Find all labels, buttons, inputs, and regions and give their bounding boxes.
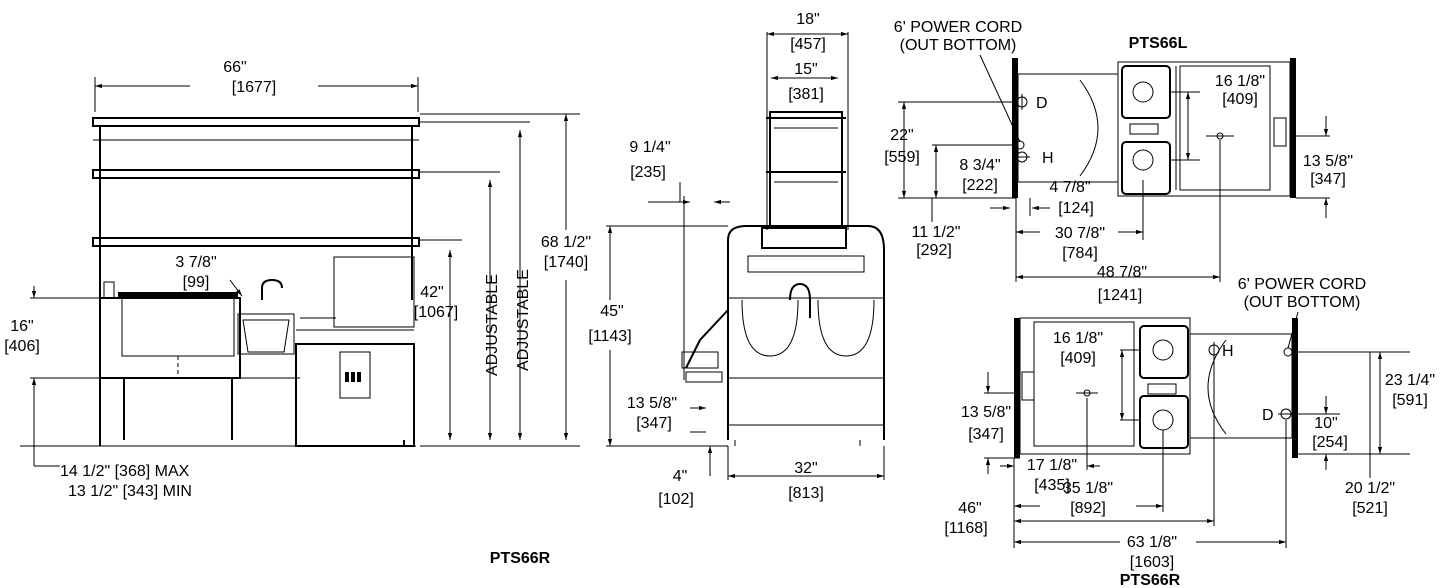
plan-left-e-mm: [784] <box>1062 245 1098 262</box>
plan-right-e-in: 46" <box>958 500 981 517</box>
plan-right-a-mm: [409] <box>1060 350 1096 367</box>
plan-left-cord-1: 6' POWER CORD <box>894 19 1022 36</box>
front-faucet-in: 3 7/8" <box>175 254 216 271</box>
plan-right-i-mm: [521] <box>1352 500 1388 517</box>
front-height-in: 68 1/2" <box>541 234 591 251</box>
plan-right-d: D <box>1262 407 1274 424</box>
plan-left-cord-2: (OUT BOTTOM) <box>900 37 1017 54</box>
plan-left-b-in: 8 3/4" <box>959 157 1000 174</box>
plan-right: 6' POWER CORD (OUT BOTTOM) H D 16 1/8" [… <box>944 276 1435 588</box>
front-leg-min: 13 1/2" [343] MIN <box>68 483 192 500</box>
plan-left-f-in: 48 7/8" <box>1097 264 1147 281</box>
plan-left-c-in: 11 1/2" <box>912 224 961 241</box>
plan-right-b-in: 13 5/8" <box>961 404 1011 421</box>
plan-right-c-in: 17 1/8" <box>1027 457 1077 474</box>
front-leg-max: 14 1/2" [368] MAX <box>60 463 190 480</box>
plan-right-b-mm: [347] <box>968 426 1004 443</box>
plan-left-c-mm: [292] <box>916 242 952 259</box>
plan-right-title: PTS66R <box>1120 572 1181 588</box>
plan-left-f-mm: [1241] <box>1098 287 1142 304</box>
side-inner-in: 15" <box>794 61 817 78</box>
front-width-mm: [1677] <box>232 79 276 96</box>
plan-left-e-in: 30 7/8" <box>1055 225 1105 242</box>
side-inner-mm: [381] <box>788 86 824 103</box>
plan-left-d-in: 4 7/8" <box>1049 179 1090 196</box>
front-title: PTS66R <box>490 550 551 567</box>
plan-right-cord-2: (OUT BOTTOM) <box>1244 294 1361 311</box>
plan-right-f-in: 63 1/8" <box>1127 534 1177 551</box>
plan-left-h: H <box>1042 150 1054 167</box>
plan-right-h-in: 10" <box>1314 415 1337 432</box>
front-height-mm: [1740] <box>544 254 588 271</box>
front-width-in: 66" <box>223 59 246 76</box>
plan-left-h-mm: [347] <box>1310 171 1346 188</box>
side-height-mm: [1143] <box>588 328 631 345</box>
front-faucet-mm: [99] <box>183 274 210 291</box>
front-adjustable-1: ADJUSTABLE <box>484 274 501 376</box>
plan-right-f-mm: [1603] <box>1130 554 1174 571</box>
side-bin-in: 13 5/8" <box>627 395 677 412</box>
side-drain-in: 9 1/4" <box>629 139 670 156</box>
plan-left-d-mm: [124] <box>1058 200 1094 217</box>
side-bin-mm: [347] <box>636 415 672 432</box>
plan-right-a-in: 16 1/8" <box>1053 330 1103 347</box>
plan-right-c-mm: [435] <box>1034 477 1070 494</box>
front-shelf-in: 42" <box>420 284 443 301</box>
plan-right-d-mm: [892] <box>1070 500 1106 517</box>
front-splash-mm: [406] <box>4 338 40 355</box>
side-top-mm: [457] <box>790 36 826 53</box>
plan-right-h: H <box>1222 343 1234 360</box>
plan-left-b-mm: [222] <box>962 177 998 194</box>
plan-left-h-in: 13 5/8" <box>1303 153 1353 170</box>
plan-right-g-mm: [591] <box>1392 392 1428 409</box>
plan-right-i-in: 20 1/2" <box>1345 480 1395 497</box>
plan-left-g-in: 16 1/8" <box>1215 73 1265 90</box>
side-drain-mm: [235] <box>630 164 666 181</box>
plan-right-e-mm: [1168] <box>944 520 987 537</box>
front-adjustable-2: ADJUSTABLE <box>515 269 532 371</box>
side-floor-mm: [102] <box>658 491 694 508</box>
plan-right-h-mm: [254] <box>1312 434 1348 451</box>
plan-right-d-in: 35 1/8" <box>1063 480 1113 497</box>
plan-left-a-in: 22" <box>890 127 913 144</box>
plan-right-cord-1: 6' POWER CORD <box>1238 276 1366 293</box>
side-height-in: 45" <box>600 303 623 320</box>
plan-left-g-mm: [409] <box>1222 91 1258 108</box>
front-shelf-mm: [1067] <box>414 304 458 321</box>
side-floor-in: 4" <box>673 468 688 485</box>
side-depth-mm: [813] <box>788 485 824 502</box>
side-depth-in: 32" <box>794 460 817 477</box>
front-view: 66" [1677] 3 7 <box>4 59 591 567</box>
side-top-in: 18" <box>796 11 819 28</box>
plan-left-d: D <box>1036 95 1048 112</box>
plan-left-a-mm: [559] <box>884 149 920 166</box>
plan-left: 6' POWER CORD (OUT BOTTOM) PTS66L D H 22… <box>884 19 1353 304</box>
plan-right-g-in: 23 1/4" <box>1385 372 1435 389</box>
plan-left-title: PTS66L <box>1129 35 1188 52</box>
side-view: 18" [457] 15" [381] 9 1/4" [235] <box>588 11 885 508</box>
front-splash-in: 16" <box>10 318 33 335</box>
